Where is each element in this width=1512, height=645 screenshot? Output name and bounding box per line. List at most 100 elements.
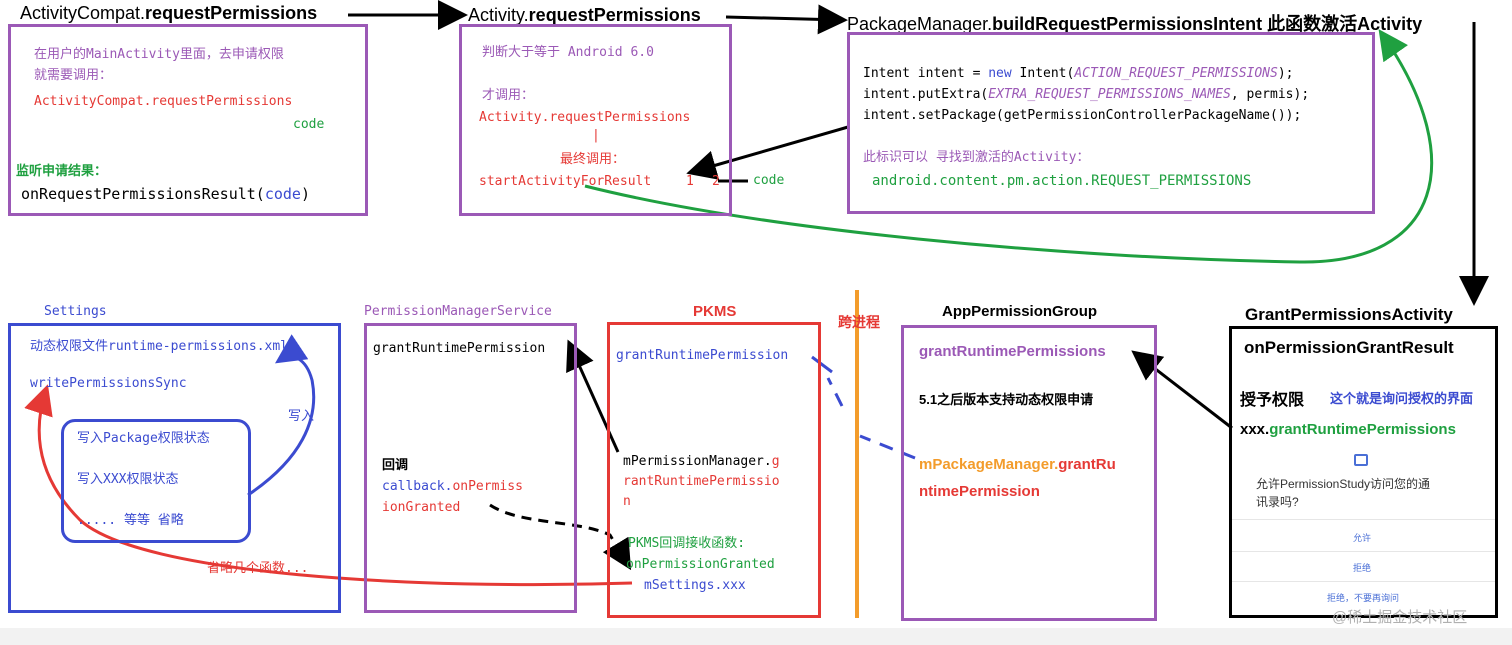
box2-line2: 才调用：: [482, 88, 535, 103]
pkms-recv1: PKMS回调接收函数:: [628, 536, 746, 551]
arrow-intent-to-start: [686, 125, 849, 180]
arrow-gpa-to-apg: [1131, 350, 1233, 430]
pkms-settings: mSettings.xxx: [644, 578, 746, 593]
box1-code: code: [293, 117, 325, 132]
dialog-text1: 允许PermissionStudy访问您的通: [1256, 477, 1431, 491]
box3-l1a: Intent intent =: [863, 66, 989, 81]
box2-line3: Activity.requestPermissions: [479, 110, 691, 125]
dialog-text2: 讯录吗?: [1256, 495, 1299, 509]
box-pms: grantRuntimePermission 回调 callback.onPer…: [364, 323, 577, 613]
box3-line5: android.content.pm.action.REQUEST_PERMIS…: [872, 173, 1252, 189]
box1-line6: onRequestPermissionsResult(code): [21, 185, 310, 203]
gpa-xxx: xxx.grantRuntimePermissions: [1240, 421, 1456, 438]
inner-line2: 写入XXX权限状态: [77, 472, 179, 487]
green-curve-activity: [584, 29, 1434, 264]
box-intent: Intent intent = new Intent(ACTION_REQUES…: [847, 32, 1375, 214]
box1-line5: 监听申请结果：: [16, 164, 108, 179]
box2-line1: 判断大于等于 Android 6.0: [482, 45, 654, 60]
deny-forever-button[interactable]: 拒绝，不要再询问: [1327, 593, 1400, 603]
apg-line3: mPackageManager.grantRu: [919, 456, 1116, 473]
apg-line1: grantRuntimePermissions: [919, 343, 1106, 360]
pkms-line1: grantRuntimePermission: [616, 348, 789, 363]
box1-method: onRequestPermissionsResult(: [21, 185, 265, 203]
gpa-title: GrantPermissionsActivity: [1245, 305, 1453, 324]
box-gpa: onPermissionGrantResult 授予权限 这个就是询问授权的界面…: [1229, 326, 1498, 618]
box3-extra: EXTRA_REQUEST_PERMISSIONS_NAMES: [988, 87, 1231, 102]
gpa-note: 这个就是询问授权的界面: [1330, 391, 1474, 406]
box3-l1c: Intent(: [1011, 66, 1075, 81]
box2-num2: 2: [712, 174, 720, 189]
callback-prefix: callback.: [382, 479, 453, 494]
title-packagemanager: PackageManager.buildRequestPermissionsIn…: [847, 10, 1422, 36]
apg-line3a: mPackageManager.: [919, 456, 1059, 473]
box2-pipe: |: [592, 128, 600, 143]
apg-title: AppPermissionGroup: [942, 303, 1098, 320]
pms-line1: grantRuntimePermission: [373, 341, 546, 356]
dashed-callback: [489, 503, 632, 571]
box3-line1: Intent intent = new Intent(ACTION_REQUES…: [863, 65, 1294, 83]
box3-new: new: [988, 66, 1012, 81]
title-activity: Activity.requestPermissions: [468, 5, 701, 26]
box3-line2: intent.putExtra(EXTRA_REQUEST_PERMISSION…: [863, 86, 1309, 104]
box3-action: ACTION_REQUEST_PERMISSIONS: [1074, 66, 1278, 81]
dashed-cross-process: [826, 377, 916, 460]
pkms-m2: rantRuntimePermissio: [623, 474, 780, 489]
title-prefix: PackageManager.: [847, 14, 993, 34]
box3-l2c: , permis);: [1230, 87, 1310, 102]
settings-inner-box: 写入Package权限状态 写入XXX权限状态 ..... 等等 省略: [61, 419, 251, 543]
box2-code: code: [753, 173, 785, 188]
box1-line2: 就需要调用：: [34, 68, 113, 83]
box3-l2a: intent.putExtra(: [863, 87, 989, 102]
pms-callback-cont: ionGranted: [382, 500, 461, 515]
inner-line1: 写入Package权限状态: [77, 431, 210, 446]
box-activity: 判断大于等于 Android 6.0 才调用： Activity.request…: [459, 24, 732, 216]
arrow-pkms-to-pms: [566, 339, 620, 453]
title-method: requestPermissions: [145, 3, 318, 23]
pkms-m1: mPermissionManager.g: [623, 453, 780, 471]
box2-line5: 最终调用：: [560, 152, 626, 167]
pkms-recv2: onPermissionGranted: [626, 557, 775, 572]
box1-line1: 在用户的MainActivity里面，去申请权限: [34, 47, 284, 62]
apg-line4: ntimePermission: [919, 483, 1040, 500]
apg-line2: 5.1之后版本支持动态权限申请: [919, 392, 1094, 407]
gpa-line1: onPermissionGrantResult: [1244, 338, 1454, 357]
callback-method: onPermiss: [452, 479, 523, 494]
arrow-title2-to-title3: [725, 4, 848, 35]
apg-line3b: grantRu: [1058, 456, 1116, 473]
divider: [1232, 519, 1495, 520]
box-pkms: grantRuntimePermission mPermissionManage…: [607, 322, 821, 618]
box3-line4: 此标识可以 寻找到激活的Activity：: [863, 150, 1090, 165]
box-settings: 动态权限文件runtime-permissions.xml writePermi…: [8, 323, 341, 613]
title-method: buildRequestPermissionsIntent: [992, 14, 1263, 34]
box1-close: ): [300, 185, 310, 203]
pms-callback: callback.onPermiss: [382, 478, 523, 496]
write-label: 写入: [288, 409, 315, 424]
cross-process-label: 跨进程: [838, 314, 880, 330]
settings-line2: writePermissionsSync: [30, 376, 187, 391]
pms-title: PermissionManagerService: [364, 304, 552, 319]
divider: [1232, 551, 1495, 552]
red-curve-settings: [24, 384, 633, 587]
settings-title: Settings: [44, 304, 107, 319]
box3-l1e: );: [1277, 66, 1294, 81]
gpa-grant: 授予权限: [1240, 392, 1305, 409]
box2-line6: startActivityForResult: [479, 174, 652, 189]
divider: [1232, 581, 1495, 582]
box-apg: grantRuntimePermissions 5.1之后版本支持动态权限申请 …: [901, 325, 1157, 621]
gpa-xxx-a: xxx.: [1240, 421, 1270, 438]
settings-line1: 动态权限文件runtime-permissions.xml: [30, 339, 289, 354]
pkms-m3: n: [623, 494, 631, 509]
allow-button[interactable]: 允许: [1353, 533, 1372, 543]
box2-num1: 1: [686, 174, 694, 189]
deny-button[interactable]: 拒绝: [1353, 563, 1372, 573]
bottom-strip: [0, 628, 1512, 645]
pms-callback-label: 回调: [382, 458, 409, 473]
title-method: requestPermissions: [528, 5, 701, 25]
watermark: @稀土掘金技术社区: [1332, 609, 1468, 626]
box1-line3: ActivityCompat.requestPermissions: [34, 94, 293, 109]
box-main-activity: 在用户的MainActivity里面，去申请权限 就需要调用： Activity…: [8, 24, 368, 216]
title-activitycompat: ActivityCompat.requestPermissions: [20, 3, 317, 24]
pkms-m1a: mPermissionManager.: [623, 454, 772, 469]
title-prefix: Activity.: [468, 5, 529, 25]
